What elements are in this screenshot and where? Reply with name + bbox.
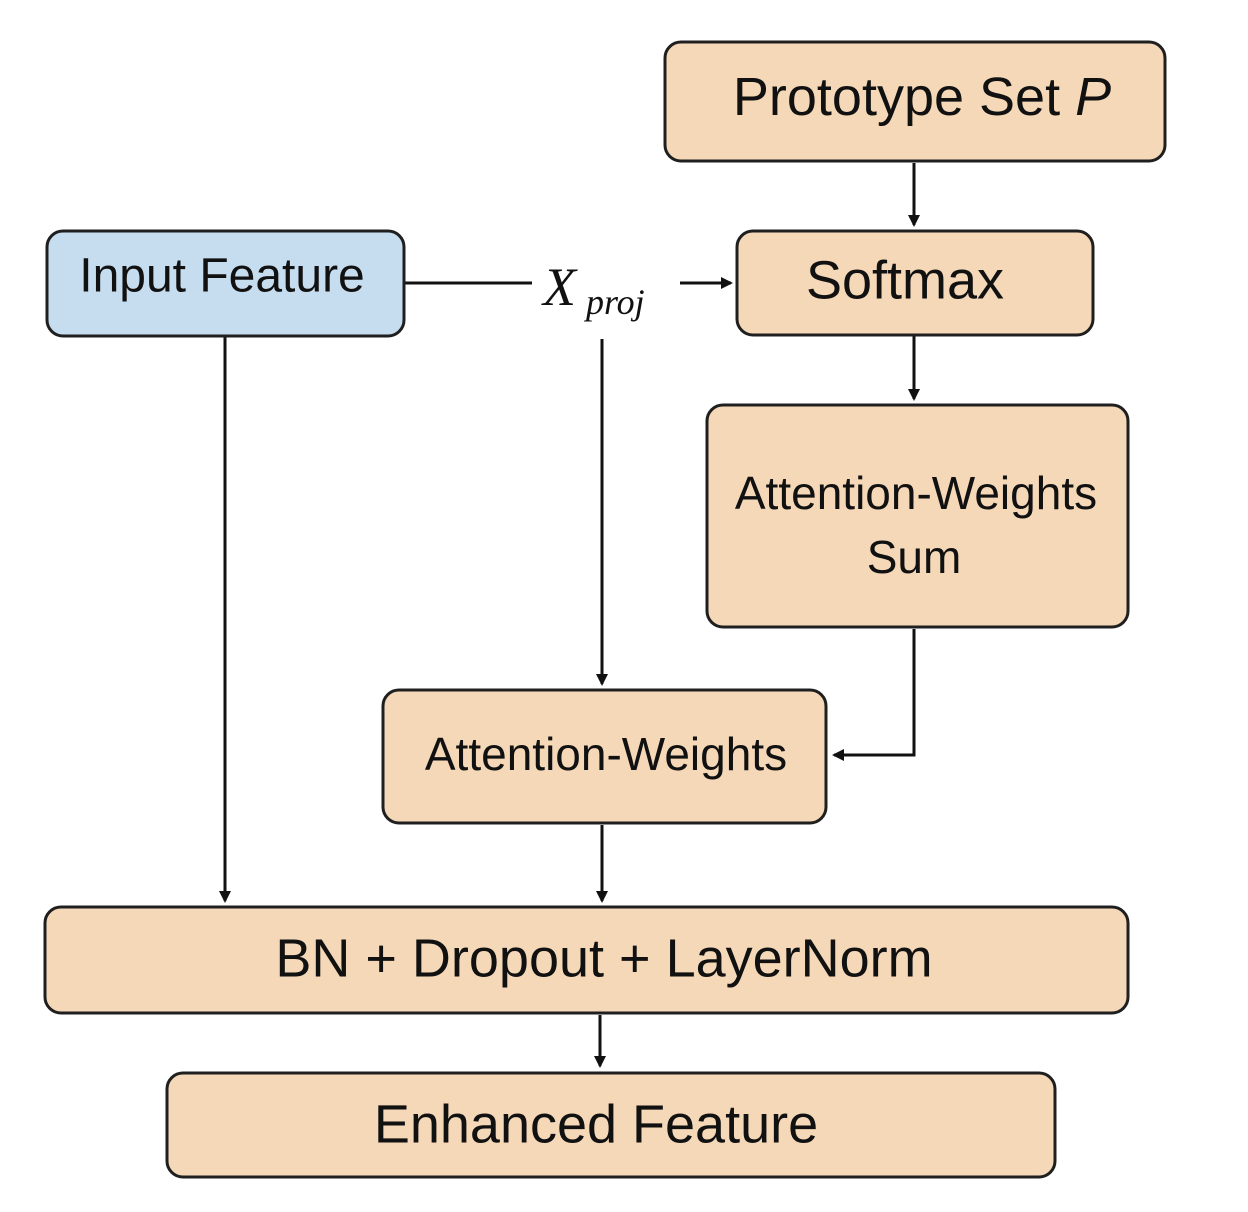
attention-weights-sum-line1: Attention-Weights xyxy=(735,467,1097,519)
prototype-set-node: Prototype Set P xyxy=(663,40,1167,163)
prototype-set-symbol: P xyxy=(1075,67,1111,127)
x-proj-main: X xyxy=(541,257,578,317)
input-feature-label: Input Feature xyxy=(79,250,365,303)
attention-weights-node: Attention-Weights xyxy=(381,688,828,825)
input-feature-node: Input Feature xyxy=(45,229,406,338)
edge-sum-to-attention-weights xyxy=(832,629,916,761)
bn-dropout-layernorm-label: BN + Dropout + LayerNorm xyxy=(275,928,932,988)
svg-text:Prototype Set P: Prototype Set P xyxy=(733,67,1111,127)
softmax-label: Softmax xyxy=(806,250,1004,310)
softmax-node: Softmax xyxy=(735,229,1095,337)
attention-weights-label: Attention-Weights xyxy=(425,728,787,780)
bn-dropout-layernorm-node: BN + Dropout + LayerNorm xyxy=(43,905,1130,1015)
x-proj-label: X proj xyxy=(541,257,645,322)
x-proj-subscript: proj xyxy=(583,282,645,322)
enhanced-feature-node: Enhanced Feature xyxy=(165,1071,1057,1179)
prototype-set-label: Prototype Set xyxy=(733,67,1075,127)
attention-weights-sum-line2: Sum xyxy=(867,531,962,583)
attention-weights-sum-node: Attention-Weights Sum xyxy=(705,403,1130,629)
enhanced-feature-label: Enhanced Feature xyxy=(374,1094,818,1154)
